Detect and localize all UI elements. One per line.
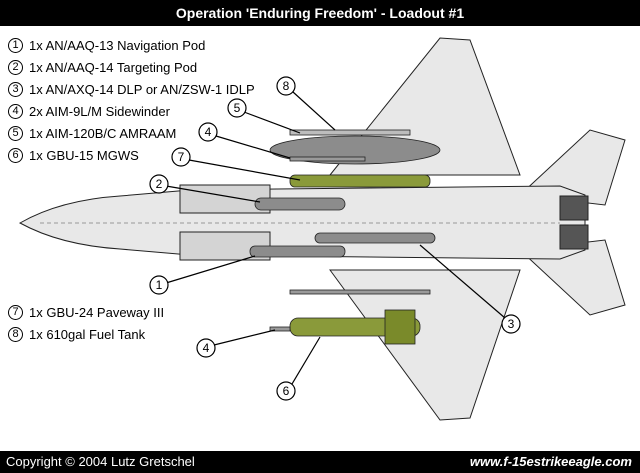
callout-8-label: 8 <box>283 79 290 93</box>
copyright-text: Copyright © 2004 Lutz Gretschel <box>6 454 195 469</box>
legend-number: 6 <box>8 147 23 163</box>
gbu15-rail <box>289 289 431 295</box>
callout-5: 5 <box>227 98 301 134</box>
legend-text: 1x AN/AXQ-14 DLP or AN/ZSW-1 IDLP <box>29 81 255 97</box>
callout-3: 3 <box>419 244 521 334</box>
legend-number: 3 <box>8 81 23 97</box>
website-link[interactable]: www.f-15estrikeeagle.com <box>469 454 632 469</box>
callout-4-lower-label: 4 <box>203 341 210 355</box>
legend-text: 2x AIM-9L/M Sidewinder <box>29 103 170 119</box>
legend-bottom: 7 1x GBU-24 Paveway III 8 1x 610gal Fuel T… <box>8 301 164 345</box>
footer-bar: Copyright © 2004 Lutz Gretschel www.f-15… <box>0 451 640 473</box>
callout-8: 8 <box>276 76 336 131</box>
legend-item: 3 1x AN/AXQ-14 DLP or AN/ZSW-1 IDLP <box>8 78 255 100</box>
callout-7: 7 <box>171 147 301 181</box>
callout-2-label: 2 <box>156 177 163 191</box>
gbu24-upper <box>289 174 431 188</box>
callout-5-label: 5 <box>234 101 241 115</box>
navigation-pod <box>249 245 346 258</box>
gbu15-tail <box>384 309 416 345</box>
stores <box>249 129 441 345</box>
legend-text: 1x GBU-24 Paveway III <box>29 304 165 320</box>
callout-2: 2 <box>149 174 261 203</box>
callout-4-upper-label: 4 <box>205 125 212 139</box>
aircraft-drawing: 8 5 4 7 2 <box>18 37 626 421</box>
diagram-title: Operation 'Enduring Freedom' - Loadout #… <box>175 5 465 21</box>
legend-number: 1 <box>8 37 23 53</box>
callout-4-lower: 4 <box>196 329 276 358</box>
legend-number: 2 <box>8 59 23 75</box>
callout-6-label: 6 <box>283 384 290 398</box>
lower-nozzle <box>559 224 589 250</box>
legend-item: 4 2x AIM-9L/M Sidewinder <box>8 100 255 122</box>
title-bar: Operation 'Enduring Freedom' - Loadout #… <box>0 0 640 26</box>
sidewinder-lower <box>269 326 291 332</box>
legend-number: 8 <box>8 326 23 342</box>
upper-intake <box>179 184 271 214</box>
sidewinder-upper <box>289 156 366 162</box>
callouts: 8 5 4 7 2 <box>149 76 521 401</box>
upper-nozzle <box>559 195 589 221</box>
amraam <box>289 129 411 136</box>
callout-4-upper: 4 <box>198 122 291 159</box>
legend-item: 5 1x AIM-120B/C AMRAAM <box>8 122 255 144</box>
legend-number: 4 <box>8 103 23 119</box>
callout-7-label: 7 <box>178 150 185 164</box>
f15e-silhouette <box>18 37 626 421</box>
legend-item: 2 1x AN/AAQ-14 Targeting Pod <box>8 56 255 78</box>
legend-item: 7 1x GBU-24 Paveway III <box>8 301 164 323</box>
callout-1: 1 <box>149 255 256 295</box>
callout-6: 6 <box>276 336 321 401</box>
legend-text: 1x GBU-15 MGWS <box>29 147 139 163</box>
dlp-pod <box>314 232 436 244</box>
legend-text: 1x AN/AAQ-14 Targeting Pod <box>29 59 198 75</box>
callout-1-label: 1 <box>156 278 163 292</box>
legend-item: 8 1x 610gal Fuel Tank <box>8 323 164 345</box>
targeting-pod <box>254 197 346 211</box>
legend-text: 1x 610gal Fuel Tank <box>29 326 146 342</box>
legend-number: 5 <box>8 125 23 141</box>
legend-top: 1 1x AN/AAQ-13 Navigation Pod 2 1x AN/AAQ-… <box>8 34 255 166</box>
legend-text: 1x AIM-120B/C AMRAAM <box>29 125 177 141</box>
legend-item: 1 1x AN/AAQ-13 Navigation Pod <box>8 34 255 56</box>
callout-3-label: 3 <box>508 317 515 331</box>
lower-wing <box>329 269 521 421</box>
legend-number: 7 <box>8 304 23 320</box>
legend-item: 6 1x GBU-15 MGWS <box>8 144 255 166</box>
legend-text: 1x AN/AAQ-13 Navigation Pod <box>29 37 206 53</box>
